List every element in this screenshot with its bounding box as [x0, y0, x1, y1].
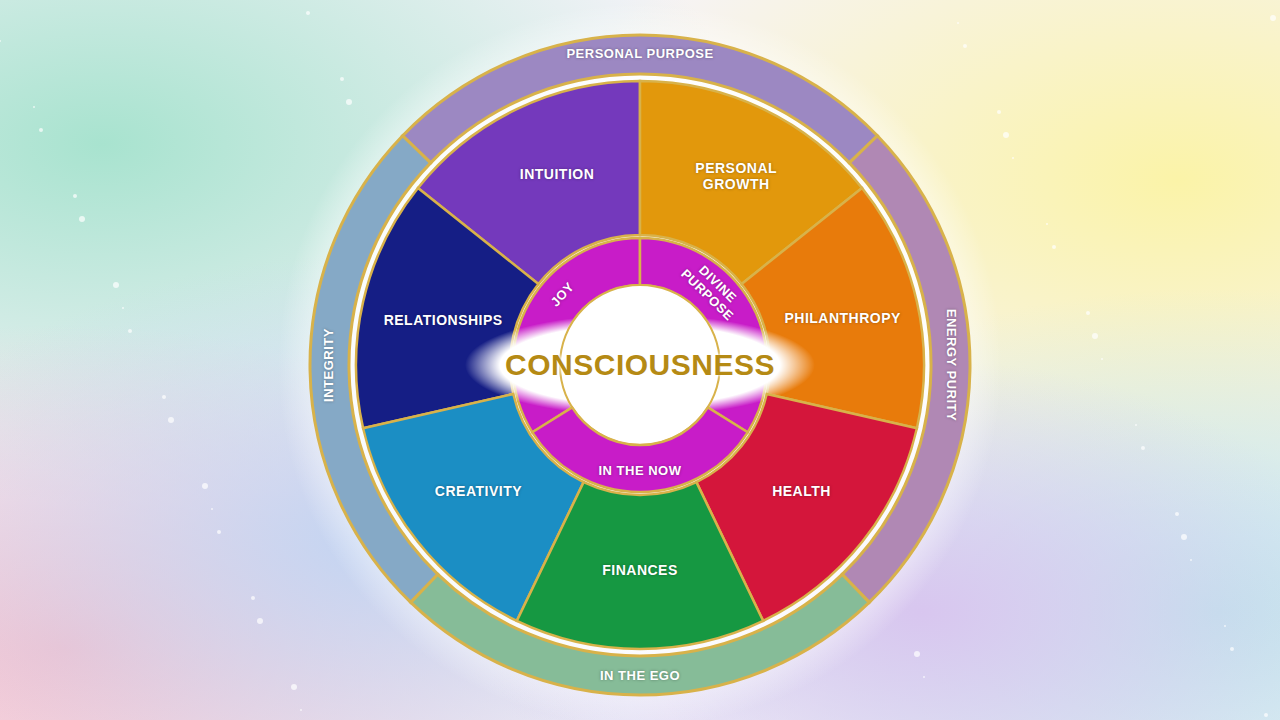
outer-band-path	[411, 574, 869, 695]
sparkle	[168, 417, 174, 423]
sparkle	[211, 508, 213, 510]
sparkle	[1190, 559, 1192, 561]
sparkle	[923, 676, 925, 678]
sparkle	[217, 530, 221, 534]
sparkle	[0, 40, 1, 42]
wedge-label: INTUITION	[520, 166, 595, 182]
wedge-label: HEALTH	[772, 483, 831, 499]
center-title: CONSCIOUSNESS	[505, 348, 775, 383]
sparkle	[1175, 512, 1179, 516]
sparkle	[162, 395, 166, 399]
sparkle	[963, 44, 967, 48]
sparkle	[1264, 713, 1268, 717]
outer-band: IN THE EGO	[406, 570, 874, 699]
sparkle	[257, 618, 263, 624]
sparkle	[1230, 647, 1234, 651]
life-wedge-path	[517, 482, 763, 649]
wedge-label: PERSONAL GROWTH	[686, 160, 786, 192]
sparkle	[122, 307, 124, 309]
sparkle	[251, 596, 255, 600]
sparkle	[128, 329, 132, 333]
sparkle	[1092, 333, 1098, 339]
band-label: IN THE NOW	[599, 464, 682, 479]
life-wedge: FINANCES	[512, 478, 768, 653]
sparkle	[1046, 223, 1048, 225]
sparkle	[914, 651, 920, 657]
band-label: IN THE EGO	[600, 669, 680, 684]
sparkle	[1086, 311, 1090, 315]
sparkle	[300, 709, 302, 711]
sparkle	[1052, 245, 1056, 249]
sparkle	[1224, 625, 1226, 627]
wedge-label: PHILANTHROPY	[784, 310, 900, 326]
band-label: PERSONAL PURPOSE	[566, 47, 713, 62]
sparkle	[1135, 424, 1137, 426]
sparkle	[73, 194, 77, 198]
wedge-label: RELATIONSHIPS	[384, 312, 503, 328]
sparkle	[957, 22, 959, 24]
band-label: ENERGY PURITY	[944, 309, 959, 421]
sparkle	[33, 106, 35, 108]
sparkle	[340, 77, 344, 81]
sparkle	[997, 110, 1001, 114]
sparkle	[113, 282, 119, 288]
sparkle	[1101, 358, 1103, 360]
wedge-label: CREATIVITY	[435, 483, 522, 499]
sparkle	[306, 11, 310, 15]
sparkle	[291, 684, 297, 690]
sparkle	[202, 483, 208, 489]
sparkle	[1270, 15, 1276, 21]
sparkle	[1012, 157, 1014, 159]
sparkle	[346, 99, 352, 105]
sparkle	[79, 216, 85, 222]
sparkle	[39, 128, 43, 132]
sparkle	[1181, 534, 1187, 540]
band-label: INTEGRITY	[322, 328, 337, 402]
sparkle	[1141, 446, 1145, 450]
sparkle	[1003, 132, 1009, 138]
wedge-label: FINANCES	[602, 562, 678, 578]
